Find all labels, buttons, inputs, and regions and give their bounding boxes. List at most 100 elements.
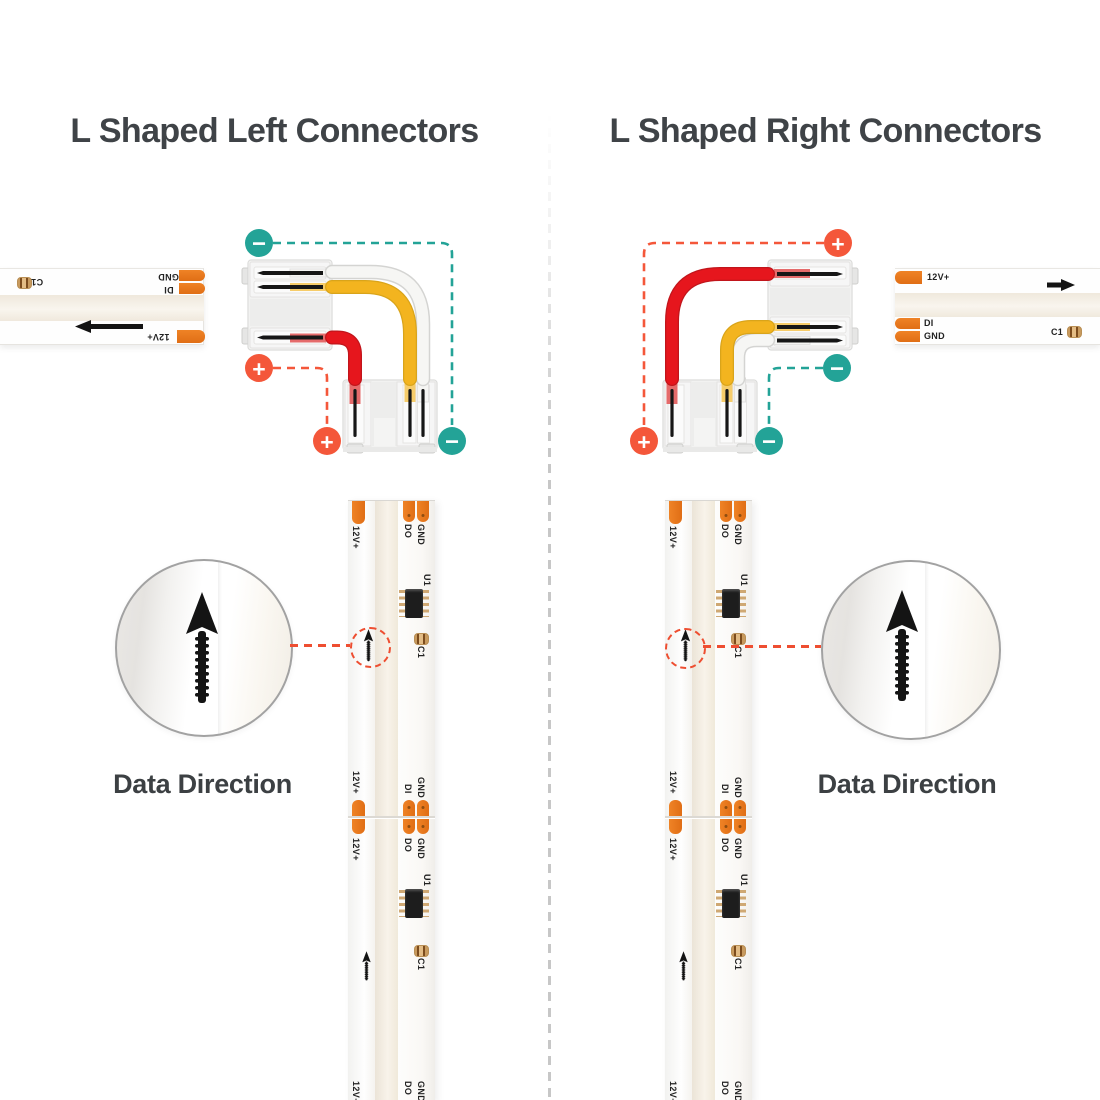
do-label: DO [720,1081,730,1096]
magnifier-circle-right [821,560,1001,740]
led-strip-vertical-left: 12V+ DO GND U1 C1 12V+ DI GND 12V+ DO GN… [348,500,435,1100]
ic-label: U1 [739,874,749,887]
do-label: DO [403,524,413,539]
data-direction-arrow-icon [885,589,919,707]
left-arrow-icon [75,320,143,333]
left-section-title: L Shaped Left Connectors [70,112,479,150]
gnd-label: GND [924,331,945,341]
capacitor-component [414,633,429,645]
capacitor-label: C1 [31,277,44,287]
data-direction-label-left: Data Direction [113,769,292,799]
power-label: 12V+ [668,526,678,549]
do-label: DO [720,838,730,853]
gnd-label: GND [733,838,743,860]
power-label: 12V+ [351,1081,361,1100]
capacitor-component [1067,326,1082,338]
wire-yellow [326,281,416,385]
capacitor-component [17,277,32,289]
ic-chip [716,889,746,918]
gnd-label: GND [158,272,179,282]
capacitor-label: C1 [416,958,426,971]
gnd-label: GND [416,1081,426,1100]
plus-badge-bottom: + [630,427,658,455]
power-label: 12V+ [668,1081,678,1100]
gnd-label: GND [733,524,743,546]
positive-route-dashed-line [273,366,329,425]
led-strip-vertical-right: 12V+ DO GND U1 C1 12V+ DI GND 12V+ DO GN… [665,500,752,1100]
pad-gnd [179,270,205,281]
power-label: 12V+ [351,838,361,861]
pad-do [720,501,732,522]
plus-icon: + [831,231,844,257]
capacitor-label: C1 [733,958,743,971]
pad-12v [895,271,922,284]
power-label: 12V+ [351,771,361,794]
do-label: DO [403,838,413,853]
wire-white [326,266,429,385]
wire-white [732,334,774,385]
minus-icon: − [830,356,844,383]
negative-route-dashed-line [767,366,823,425]
ic-label: U1 [739,574,749,587]
l-connector-right: + + − − [630,229,859,456]
gnd-label: GND [416,777,426,799]
ic-chip [399,889,429,918]
contact-pin [408,389,412,437]
wire-red [666,268,774,385]
do-label: DO [720,524,730,539]
pad-gnd [734,501,746,522]
contact-pin [738,389,742,437]
data-direction-arrow-icon [185,591,219,709]
connector-clamp-vertical [342,377,438,454]
capacitor-label: C1 [733,646,743,659]
led-strip-horizontal-right: 12V+ DI GND C1 [895,268,1100,345]
contact-pin [777,325,843,329]
pad-di [179,283,205,294]
contact-pin [670,389,674,437]
right-section-title: L Shaped Right Connectors [609,112,1042,150]
callout-dashed-circle [350,627,391,668]
gnd-label: GND [733,1081,743,1100]
minus-badge-bottom: − [438,427,466,456]
callout-dashed-circle [665,628,706,669]
contact-pin [725,389,729,437]
gnd-label: GND [416,838,426,860]
di-label: DI [720,784,730,794]
connector-clamp-horizontal [767,259,859,351]
pad-12v [669,501,682,524]
ic-chip [716,589,746,618]
negative-route-dashed-line [273,241,454,425]
wire-red [326,331,361,385]
cut-line [348,816,435,818]
plus-badge-top: + [824,229,852,257]
ic-chip [399,589,429,618]
data-direction-arrow-icon [359,951,374,982]
pad-do [403,501,415,522]
contact-pin [353,389,357,437]
strip-diffuser-band [692,501,715,1100]
di-label: DI [924,318,934,328]
magnifier-circle-left [115,559,293,737]
pad-gnd [895,331,920,342]
led-strip-horizontal-left: C1 GND DI 12V+ [0,268,205,345]
capacitor-component [414,945,429,957]
minus-icon: − [762,429,776,456]
power-label: 12V+ [668,771,678,794]
pad-gnd [417,501,429,522]
minus-badge-top: − [245,229,273,258]
power-label: 12V+ [147,332,170,342]
power-label: 12V+ [927,272,950,282]
capacitor-label: C1 [416,646,426,659]
callout-dashed-line [290,644,350,647]
pad-di [895,318,920,329]
gnd-label: GND [416,524,426,546]
strip-diffuser-band [375,501,398,1100]
minus-icon: − [252,231,266,258]
minus-badge-middle: − [823,354,851,383]
power-label: 12V+ [351,526,361,549]
plus-icon: + [637,429,650,455]
right-arrow-icon [1047,279,1075,291]
di-label: DI [164,285,174,295]
capacitor-label: C1 [1051,327,1064,337]
